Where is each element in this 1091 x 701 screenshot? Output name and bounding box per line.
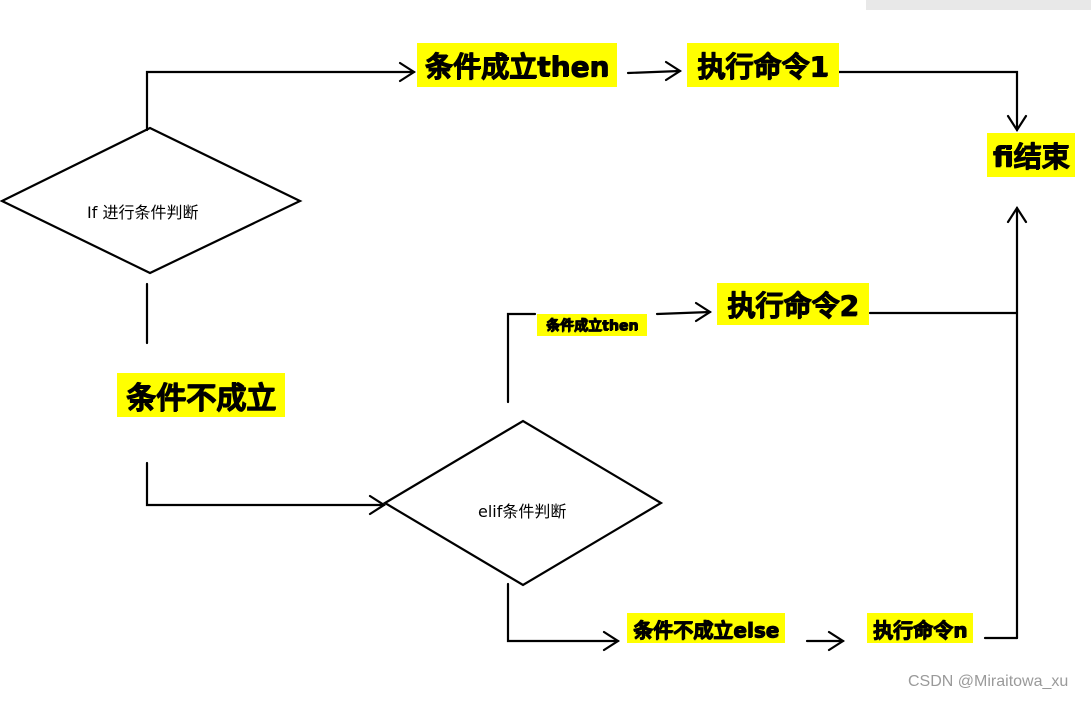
cond-false-label: 条件不成立 — [117, 373, 285, 417]
connector-then1-to-cmd1 — [626, 69, 682, 75]
connector-if-to-then1 — [145, 70, 416, 132]
connector-elif-to-then2 — [506, 312, 537, 404]
connector-then2-to-cmd2 — [655, 310, 712, 316]
fi-end-label: fi结束 — [987, 133, 1075, 177]
arrowhead-cmdn — [827, 630, 846, 652]
top-scroll-strip — [866, 0, 1091, 10]
arrowhead-cmd2 — [694, 301, 713, 323]
watermark: CSDN @Miraitowa_xu — [908, 673, 1069, 690]
cond-true-then-1-label: 条件成立then — [417, 43, 617, 87]
if-decision-label: If 进行条件判断 — [87, 203, 199, 222]
connector-elif-to-else — [506, 582, 620, 643]
exec-cmd-2-label: 执行命令2 — [717, 283, 869, 325]
arrowhead-cmd1 — [664, 60, 683, 82]
connector-false-to-elif — [145, 461, 386, 507]
exec-cmd-1-label: 执行命令1 — [687, 43, 839, 87]
if-diamond-shape — [0, 126, 303, 275]
arrowhead-fi-bottom — [1006, 205, 1028, 224]
elif-diamond-shape — [382, 419, 664, 587]
cond-true-then-2-label: 条件成立then — [537, 314, 647, 336]
exec-cmd-n-label: 执行命令n — [867, 613, 973, 643]
arrowhead-else — [602, 630, 621, 652]
arrowhead-fi-top — [1006, 114, 1028, 133]
arrowhead-elif — [368, 494, 387, 516]
arrowhead-then1 — [398, 61, 417, 83]
elif-decision-label: elif条件判断 — [478, 502, 567, 521]
cond-false-else-label: 条件不成立else — [627, 613, 785, 643]
connector-cmd1-to-fi — [836, 70, 1019, 132]
